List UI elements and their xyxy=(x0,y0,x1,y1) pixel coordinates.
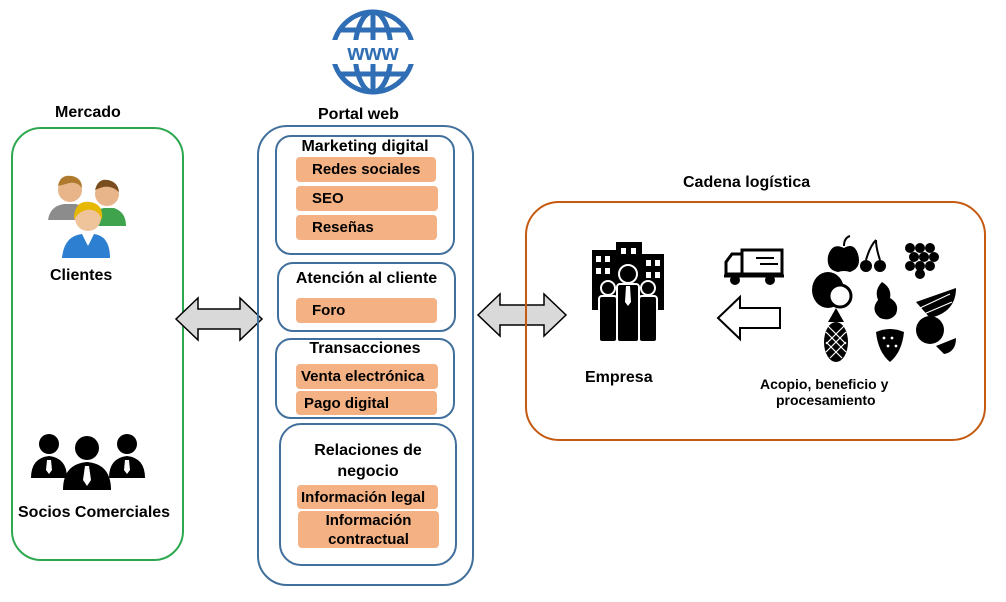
tag-informacion-contractual-line1: Información xyxy=(325,511,412,529)
tag-pago-digital: Pago digital xyxy=(296,391,437,415)
atencion-section xyxy=(277,262,456,332)
fruits-icon xyxy=(812,235,956,362)
truck-icon xyxy=(724,248,784,285)
www-globe-icon: www xyxy=(328,9,418,95)
marketing-section xyxy=(275,135,455,255)
transacciones-heading: Transacciones xyxy=(309,340,421,357)
portal-cadena-double-arrow xyxy=(476,292,568,338)
empresa-label: Empresa xyxy=(585,369,653,386)
company-building-icon xyxy=(592,242,664,343)
relaciones-section xyxy=(279,423,457,566)
business-partners-icon xyxy=(31,434,145,490)
marketing-heading: Marketing digital xyxy=(301,138,429,155)
tag-informacion-contractual: Información contractual xyxy=(298,511,439,548)
acopio-label-line2: procesamiento xyxy=(776,392,876,408)
tag-seo: SEO xyxy=(296,186,438,211)
mercado-portal-double-arrow xyxy=(174,296,264,342)
mercado-box xyxy=(11,127,184,561)
relaciones-heading-line1: Relaciones de xyxy=(314,442,422,459)
mercado-title: Mercado xyxy=(55,104,121,121)
tag-venta-electronica: Venta electrónica xyxy=(296,364,438,389)
tag-informacion-legal: Información legal xyxy=(297,485,438,509)
tag-redes-sociales: Redes sociales xyxy=(296,157,436,182)
acopio-label-line1: Acopio, beneficio y xyxy=(760,376,889,392)
portal-title: Portal web xyxy=(318,106,399,123)
cadena-title: Cadena logística xyxy=(683,174,811,191)
atencion-heading: Atención al cliente xyxy=(295,270,438,287)
svg-text:www: www xyxy=(346,40,399,65)
cadena-box xyxy=(525,201,986,441)
transacciones-section xyxy=(275,338,455,419)
left-arrow-icon xyxy=(716,294,781,342)
clients-people-icon xyxy=(48,175,126,258)
portal-box xyxy=(257,125,474,586)
relaciones-heading-line2: negocio xyxy=(337,463,399,480)
tag-resenas: Reseñas xyxy=(296,215,437,240)
tag-foro: Foro xyxy=(296,298,437,323)
socios-label: Socios Comerciales xyxy=(18,504,171,521)
clientes-label: Clientes xyxy=(50,267,113,284)
tag-informacion-contractual-line2: contractual xyxy=(328,530,409,548)
